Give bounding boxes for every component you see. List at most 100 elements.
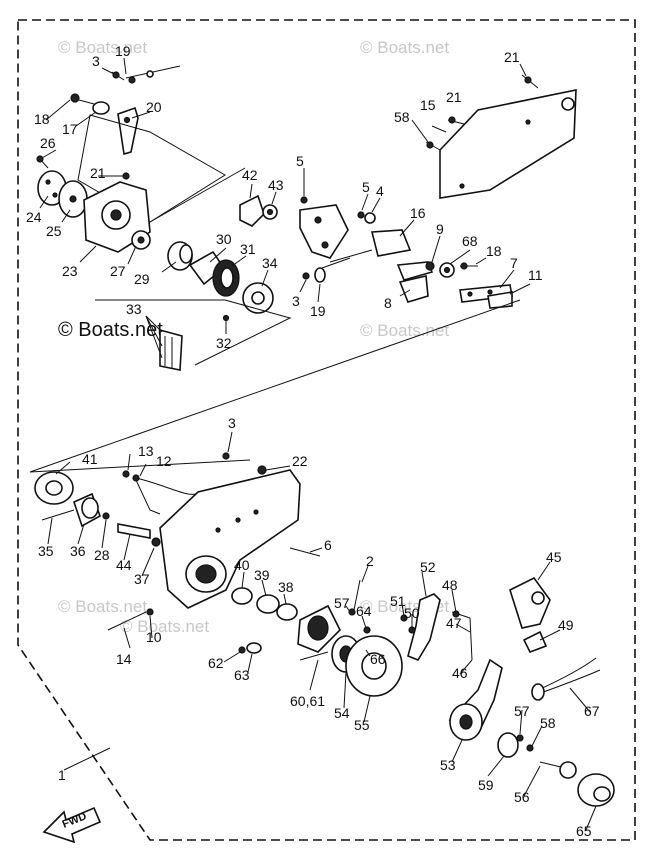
callout-label: 45: [546, 549, 562, 565]
watermark: © Boats.net: [120, 617, 209, 636]
callout-label: 54: [334, 705, 350, 721]
callout-label: 9: [436, 221, 444, 237]
callout-label: 56: [514, 789, 530, 805]
callout-label: 10: [146, 629, 162, 645]
handle-45: [509, 576, 551, 629]
callout-label: 51: [390, 593, 406, 609]
callout-label: 47: [446, 615, 462, 631]
callout-label: 57: [334, 595, 350, 611]
assembly-boundary: [17, 19, 636, 841]
nut-43: [262, 204, 278, 220]
callout-label: 24: [26, 209, 42, 225]
collar-36: [73, 492, 101, 528]
callout-label: 13: [138, 443, 154, 459]
pin-6: [289, 547, 321, 557]
callout-label: 38: [278, 579, 294, 595]
callout-label: 58: [394, 109, 410, 125]
cover-55: [345, 635, 403, 697]
callout-label: 60,61: [290, 693, 325, 709]
wire-67: [531, 657, 601, 701]
callout-label: 17: [62, 121, 78, 137]
callout-label: 55: [354, 717, 370, 733]
callout-label: 58: [540, 715, 556, 731]
callout-label: 57: [514, 703, 530, 719]
washer-68: [439, 262, 455, 278]
callout-label: 18: [486, 243, 502, 259]
callout-label: 43: [268, 177, 284, 193]
ring-39: [256, 594, 280, 614]
callout-label: 21: [446, 89, 462, 105]
callout-label: 36: [70, 543, 86, 559]
bolt-18: [70, 93, 95, 105]
pin-19: [125, 65, 181, 84]
seal-31: [212, 259, 240, 297]
washer-17: [92, 101, 110, 115]
callout-label: 31: [240, 241, 256, 257]
shaft-56: [539, 761, 577, 779]
callout-label: 39: [254, 567, 270, 583]
callout-label: 30: [216, 231, 232, 247]
side-plate: [439, 89, 577, 199]
callout-label: 5: [362, 179, 370, 195]
bolt-37: [151, 537, 161, 547]
callout-label: 21: [504, 49, 520, 65]
disc-59: [497, 732, 519, 758]
callout-label: 26: [40, 135, 56, 151]
callout-label: 3: [228, 415, 236, 431]
callout-label: 12: [156, 453, 172, 469]
flange-60-61: [297, 604, 341, 653]
lever-20: [117, 106, 139, 156]
callout-label: 35: [38, 543, 54, 559]
callout-label: 7: [510, 255, 518, 271]
watermark: © Boats.net: [58, 597, 147, 616]
watermark: © Boats.net: [360, 321, 449, 340]
callout-label: 4: [376, 183, 384, 199]
bushing-29: [167, 241, 193, 271]
fwd-arrow: FWD: [42, 806, 102, 844]
plate-34: [242, 282, 274, 314]
washer-5-4: [357, 211, 376, 224]
callout-label: 40: [234, 557, 250, 573]
callout-label: 28: [94, 547, 110, 563]
callout-label: 27: [110, 263, 126, 279]
callout-label: 18: [34, 111, 50, 127]
callout-label: 64: [356, 603, 372, 619]
pin-28: [102, 512, 110, 520]
callout-label: 16: [410, 205, 426, 221]
callout-label: 20: [146, 99, 162, 115]
watermark: © Boats.net: [360, 38, 449, 57]
screw-3: [111, 71, 125, 81]
remote-control-housing: [159, 469, 301, 609]
callout-label: 19: [115, 43, 131, 59]
pin-32: [222, 314, 230, 322]
callout-label: 32: [216, 335, 232, 351]
screw-3b: [222, 452, 230, 460]
callout-label: 49: [558, 617, 574, 633]
callout-label: 25: [46, 223, 62, 239]
spring-49: [522, 630, 548, 654]
screw-26: [36, 155, 49, 169]
callout-label: 68: [462, 233, 478, 249]
callout-label: 14: [116, 651, 132, 667]
roller-27: [131, 230, 151, 250]
nut-22: [257, 465, 267, 475]
callout-label: 21: [90, 165, 106, 181]
callout-label: 46: [452, 665, 468, 681]
callout-label: 15: [420, 97, 436, 113]
arm-8: [398, 275, 429, 303]
callout-label: 33: [126, 301, 142, 317]
screw-18b: [460, 262, 478, 270]
callout-label: 5: [296, 153, 304, 169]
callout-label: 11: [528, 267, 543, 283]
watermark: © Boats.net: [58, 38, 147, 57]
callout-label: 48: [442, 577, 458, 593]
callout-label: 65: [576, 823, 592, 839]
callout-label: 23: [62, 263, 78, 279]
pin-35: [41, 509, 75, 521]
washer-41: [34, 471, 74, 505]
screw-10: [146, 608, 154, 616]
callout-label: 3: [92, 53, 100, 69]
shaft-16: [329, 229, 412, 263]
bracket-11: [487, 291, 513, 309]
